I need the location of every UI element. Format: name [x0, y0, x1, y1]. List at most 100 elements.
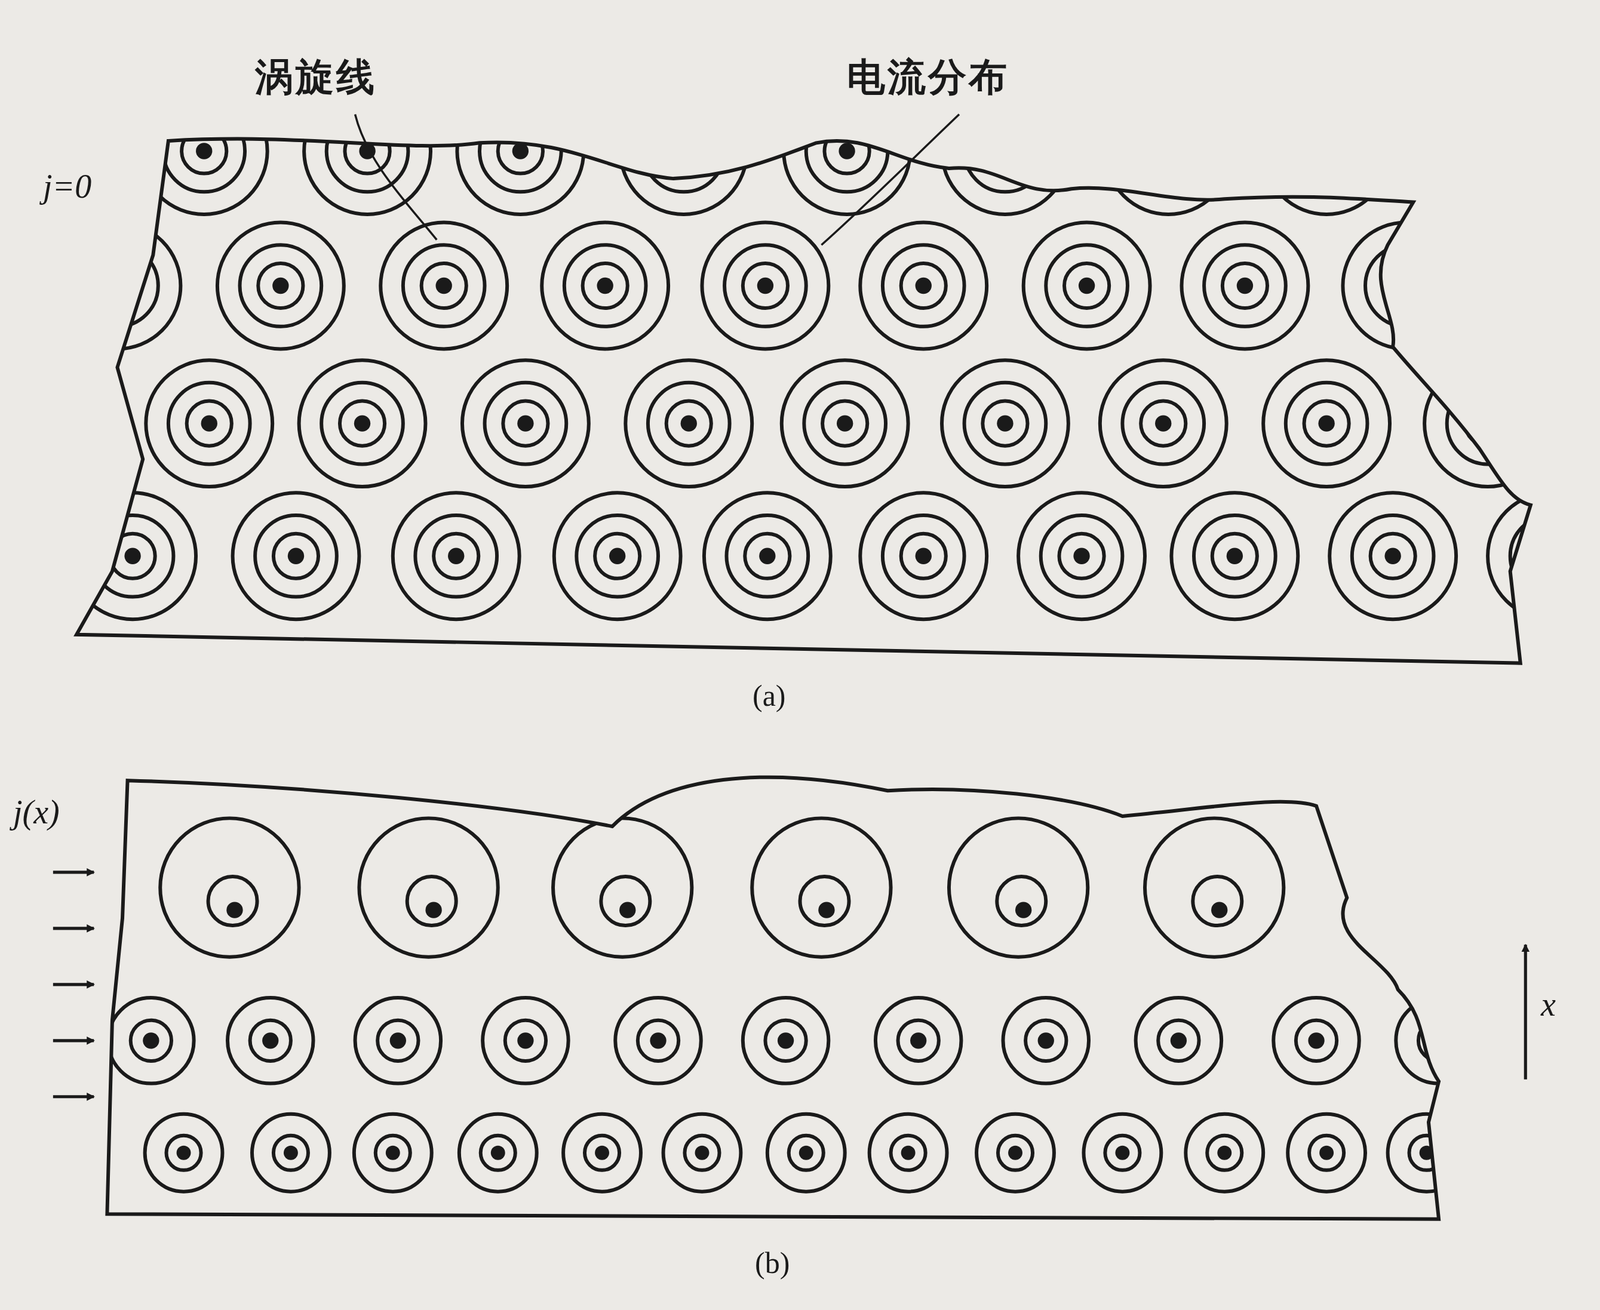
vortex-ring — [615, 997, 702, 1084]
vortex-ring — [459, 1114, 537, 1193]
vortex-core — [649, 1032, 666, 1049]
vortex-core — [1170, 1032, 1187, 1049]
vortex-core — [1542, 548, 1559, 565]
panel-label: (a) — [752, 679, 786, 713]
vortex-core — [1015, 901, 1032, 918]
vortex-core — [915, 277, 932, 294]
vortex-ring — [996, 876, 1046, 926]
vortex-ring — [26, 401, 72, 447]
vortex-core — [1008, 1146, 1023, 1161]
vortex-core — [619, 901, 636, 918]
vortex-ring — [407, 876, 457, 926]
vortex-ring — [421, 263, 467, 309]
vortex-core — [517, 1032, 534, 1049]
vortex-ring — [480, 1135, 516, 1171]
vortex-ring — [800, 876, 850, 926]
vortex-ring — [941, 87, 1069, 215]
vortex-ring — [564, 244, 647, 327]
vortex-ring — [901, 263, 947, 309]
vortex-core — [124, 548, 141, 565]
vortex-ring — [625, 360, 752, 487]
vortex-core — [283, 1146, 299, 1161]
vortex-core — [435, 277, 453, 294]
vortex-ring — [1296, 1020, 1337, 1062]
vortex-core — [996, 142, 1013, 159]
vortex-core — [1160, 142, 1177, 159]
vortex-ring — [273, 1135, 309, 1171]
vortex-ring — [661, 128, 706, 174]
vortex-core — [490, 1146, 506, 1161]
leader-line — [821, 114, 960, 245]
vortex-ring — [941, 360, 1069, 487]
vortex-ring — [1003, 997, 1090, 1084]
vortex-group-a — [0, 87, 1600, 620]
vortex-ring — [1304, 401, 1350, 447]
vortex-ring — [1171, 492, 1298, 620]
vortex-ring — [1146, 128, 1191, 174]
vortex-ring — [130, 1020, 172, 1062]
vortex-ring — [505, 1020, 546, 1062]
vortex-ring — [1395, 997, 1482, 1084]
vortex-ring — [901, 533, 947, 579]
vortex-core — [447, 548, 465, 565]
vortex-core — [389, 1032, 407, 1049]
vortex-ring — [1018, 492, 1145, 620]
current-label: j=0 — [43, 168, 92, 206]
vortex-ring — [1212, 533, 1258, 579]
vortex-ring — [684, 1135, 720, 1171]
vortex-ring — [1304, 128, 1350, 174]
vortex-core — [1155, 415, 1172, 432]
vortex-ring — [554, 492, 681, 620]
vortex-core — [1115, 1146, 1130, 1161]
vortex-ring — [232, 492, 360, 620]
vortex-ring — [1023, 222, 1151, 350]
vortex-ring — [108, 997, 195, 1084]
vortex-core — [759, 548, 776, 565]
vortex-ring — [163, 110, 245, 193]
vortex-ring — [982, 128, 1028, 174]
vortex-core — [594, 1146, 610, 1161]
vortex-ring — [76, 244, 159, 327]
vortex-core — [385, 1146, 401, 1161]
vortex-ring — [462, 360, 589, 487]
vortex-ring — [344, 128, 390, 174]
vortex-ring — [1383, 263, 1429, 309]
sample-outline-a — [76, 139, 1531, 664]
vortex-ring — [860, 492, 987, 620]
vortex-ring — [498, 128, 543, 174]
vortex-ring — [8, 382, 91, 465]
vortex-ring — [1181, 222, 1308, 350]
vortex-core — [1073, 548, 1090, 565]
vortex-ring — [1100, 360, 1227, 487]
vortex-ring — [1448, 110, 1531, 193]
vortex-core — [195, 142, 213, 159]
vortex-ring — [321, 382, 404, 465]
vortex-ring — [860, 222, 987, 350]
vortex-ring — [1352, 515, 1434, 598]
vortex-ring — [803, 382, 886, 465]
vortex-core — [1384, 548, 1401, 565]
vortex-ring — [145, 1114, 223, 1193]
vortex-ring — [1387, 1114, 1466, 1193]
vortex-core — [1319, 1146, 1334, 1161]
vortex-core — [425, 901, 442, 918]
vortex-ring — [563, 1114, 641, 1193]
vortex-ring — [54, 222, 181, 350]
panel-label: (b) — [754, 1247, 790, 1280]
vortex-core — [609, 548, 626, 565]
vortex-core — [262, 1032, 279, 1049]
vortex-ring — [1064, 263, 1110, 309]
vortex-core — [40, 415, 57, 432]
vortex-core — [1211, 901, 1228, 918]
vortex-ring — [181, 128, 227, 174]
vortex-ring — [1285, 382, 1368, 465]
vortex-ring — [145, 360, 273, 487]
vortex-core — [996, 415, 1013, 432]
vortex-ring — [663, 1114, 742, 1193]
vortex-ring — [217, 222, 345, 350]
vortex-ring — [380, 222, 508, 350]
vortex-ring — [1140, 401, 1186, 447]
vortex-ring — [326, 110, 409, 193]
vortex-ring — [742, 997, 829, 1084]
